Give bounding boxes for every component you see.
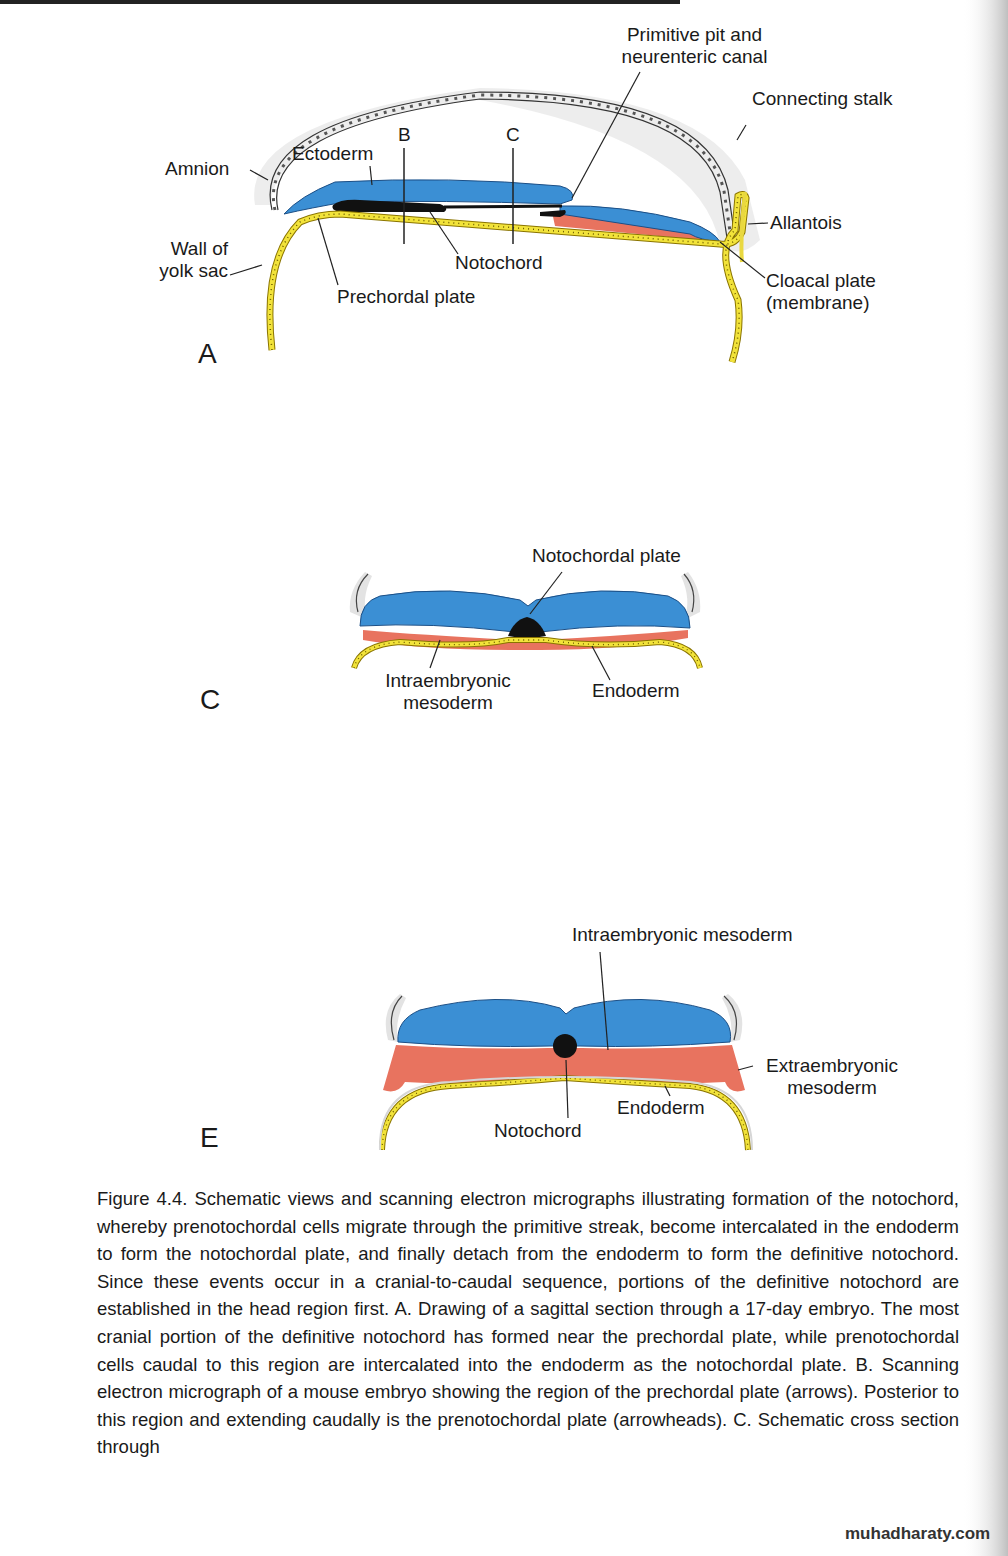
plane-letter: C [506,124,526,146]
part-label: Notochord [494,1120,604,1142]
part-label: Amnion [165,158,255,180]
part-label: Cloacal plate (membrane) [766,270,901,314]
plane-letter: B [398,124,418,146]
part-label: Intraembryonic mesoderm [368,670,528,714]
section-c [350,572,700,680]
watermark: muhadharaty.com [845,1524,1005,1544]
top-rule [0,0,680,4]
section-e [380,952,753,1150]
part-label: Wall of yolk sac [134,238,228,282]
panel-letter: A [198,338,228,370]
panel-letter: C [200,684,230,716]
part-label: Endoderm [617,1097,727,1119]
part-label: Notochordal plate [532,545,722,567]
part-label: Connecting stalk [752,88,927,110]
part-label: Primitive pit and neurenteric canal [592,24,797,68]
part-label: Intraembryonic mesoderm [572,924,862,946]
part-label: Allantois [770,212,880,234]
part-label: Notochord [455,252,565,274]
part-label: Ectoderm [292,143,392,165]
part-label: Prechordal plate [337,286,507,308]
section-a [230,72,768,362]
figure-caption: Figure 4.4. Schematic views and scanning… [97,1185,959,1461]
part-label: Extraembryonic mesoderm [752,1055,912,1099]
panel-letter: E [200,1122,230,1154]
part-label: Endoderm [592,680,702,702]
page-fold [962,0,1008,1556]
